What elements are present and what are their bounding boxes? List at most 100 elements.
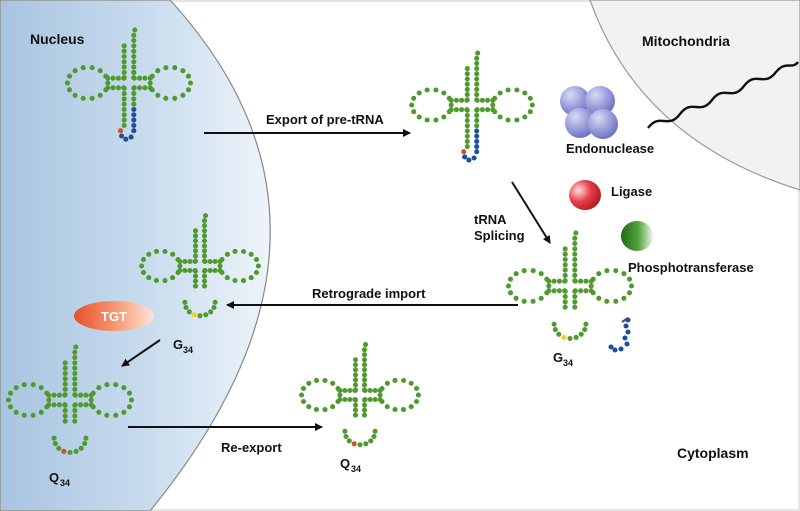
nucleotide-dot <box>590 290 596 296</box>
nucleotide-dot <box>572 278 578 284</box>
nucleotide-dot <box>186 309 192 315</box>
nucleotide-dot <box>131 64 137 70</box>
nucleotide-dot <box>147 80 153 86</box>
nucleotide-dot <box>182 299 188 305</box>
nucleotide-dot <box>201 268 208 274</box>
intron-dot <box>466 157 472 163</box>
nucleotide-dot <box>51 402 57 408</box>
nucleotide-dot <box>416 114 422 120</box>
nucleotide-dot <box>72 381 78 387</box>
intron-dot <box>474 144 480 150</box>
nucleotide-dot <box>5 397 12 403</box>
nucleotide-dot <box>530 268 536 274</box>
nucleotide-dot <box>583 278 589 284</box>
nucleotide-dot <box>72 92 78 98</box>
nucleotide-dot <box>201 283 208 289</box>
nucleotide-dot <box>464 81 470 87</box>
modification-arrow <box>121 339 161 367</box>
nucleotide-dot <box>96 409 102 415</box>
nucleotide-dot <box>121 106 127 113</box>
nucleotide-dot <box>115 75 121 81</box>
nucleotide-dot <box>464 97 470 103</box>
nucleotide-dot <box>202 258 208 265</box>
nucleotide-dot <box>313 406 319 413</box>
nucleotide-dot <box>121 101 127 107</box>
nucleotide-dot <box>13 409 19 415</box>
nucleotide-dot <box>121 64 127 70</box>
spliced-trna-g34 <box>505 230 635 342</box>
nucleotide-dot <box>352 362 359 368</box>
nucleotide-dot <box>544 290 550 296</box>
nucleotide-dot <box>175 256 181 263</box>
nucleotide-dot <box>162 248 168 255</box>
nucleotide-dot <box>362 342 369 348</box>
imported-trna-g34 <box>139 213 261 319</box>
nucleotide-dot <box>529 102 535 108</box>
nucleotide-dot <box>562 251 568 257</box>
endonuclease-icon <box>560 86 618 139</box>
nucleotide-dot <box>131 69 137 75</box>
nucleotide-dot <box>212 258 218 265</box>
nucleotide-dot <box>507 276 514 282</box>
mitochondrial-dna-icon <box>647 61 799 129</box>
nucleotide-dot <box>131 91 137 97</box>
tgt-icon <box>74 301 154 331</box>
nucleotide-dot <box>139 263 145 269</box>
nucleotide-dot <box>30 382 36 388</box>
nucleotide-dot <box>62 381 68 387</box>
nucleotide-dot <box>372 387 378 394</box>
nucleotide-dot <box>361 412 368 418</box>
nucleotide-dot <box>62 360 68 366</box>
nucleotide-dot <box>342 387 348 394</box>
nucleotide-dot <box>352 407 359 413</box>
nucleotide-dot <box>361 382 368 388</box>
nucleotide-dot <box>527 109 533 115</box>
nucleotide-dot <box>479 107 485 113</box>
nucleotide-dot <box>241 248 247 255</box>
nucleotide-dot <box>604 268 610 274</box>
nucleotide-dot <box>44 404 50 410</box>
nucleotide-dot <box>62 408 68 414</box>
nucleotide-dot <box>219 269 225 276</box>
nucleotide-dot <box>562 299 568 305</box>
intron-dot <box>474 149 480 155</box>
nucleotide-dot <box>201 218 208 224</box>
intron-dot <box>131 112 137 118</box>
nucleotide-dot <box>464 133 470 139</box>
nucleotide-dot <box>201 228 208 234</box>
nucleotide-dot <box>464 144 470 150</box>
nucleotide-dot <box>80 65 86 71</box>
nucleotide-dot <box>384 404 390 410</box>
nucleotide-dot <box>180 92 186 98</box>
nucleotide-dot <box>185 73 192 79</box>
nucleotide-dot <box>505 283 512 289</box>
nucleotide-dot <box>78 445 84 451</box>
nucleotide-dot <box>562 304 568 310</box>
nucleotide-dot <box>73 344 79 350</box>
nucleotide-dot <box>146 251 152 257</box>
nucleotide-dot <box>21 412 27 418</box>
nucleotide-dot <box>474 97 480 103</box>
nucleotide-dot <box>572 246 578 252</box>
nucleotide-dot <box>201 273 208 279</box>
nucleotide-dot <box>459 97 465 103</box>
nucleotide-dot <box>485 97 491 103</box>
nucleotide-dot <box>578 278 584 284</box>
intron-dot <box>612 347 618 353</box>
nucleotide-dot <box>201 223 208 229</box>
nucleotide-dot <box>352 372 359 378</box>
splicing-arrow <box>511 181 551 244</box>
nucleotide-dot <box>52 441 58 447</box>
nucleotide-dot <box>347 387 353 394</box>
nucleotide-dot <box>78 392 84 398</box>
nucleotide-dot <box>464 107 470 113</box>
intron-dot <box>131 128 137 134</box>
base-34-dot <box>461 149 467 155</box>
nucleotide-dot <box>72 355 78 361</box>
nucleotide-dot <box>208 309 214 315</box>
nucleotide-dot <box>232 248 238 254</box>
nucleotide-dot <box>132 27 138 33</box>
nucleotide-dot <box>121 409 127 415</box>
nucleotide-dot <box>224 251 230 257</box>
